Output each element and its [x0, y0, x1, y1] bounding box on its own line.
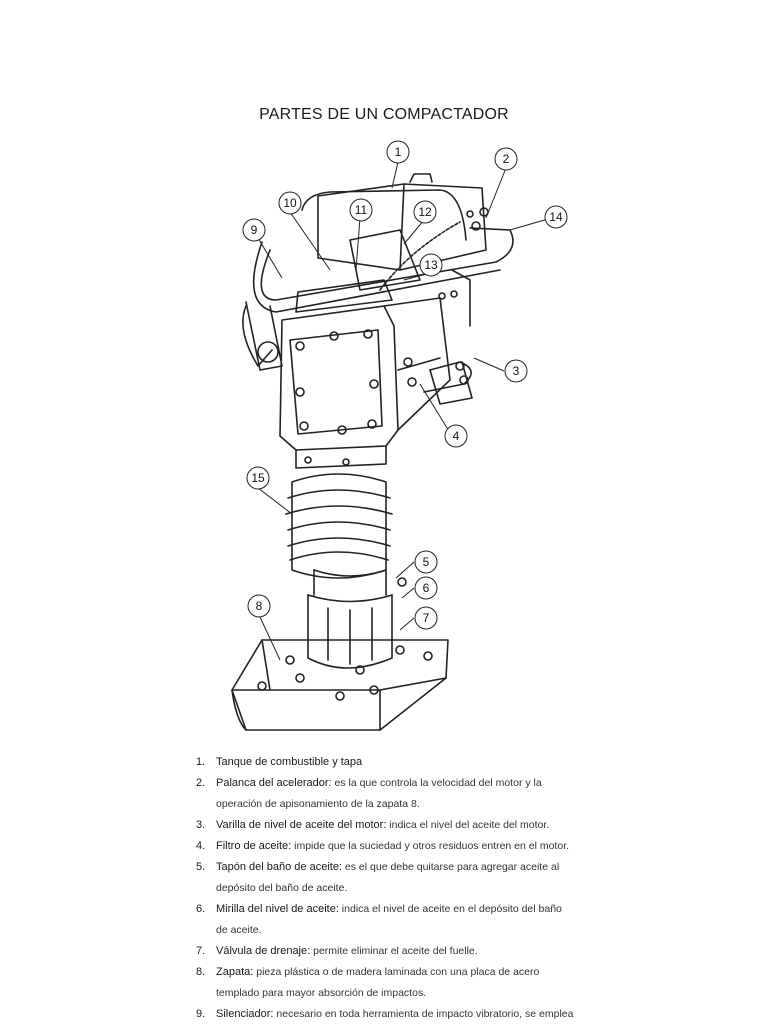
- legend-item: 3.Varilla de nivel de aceite del motor: …: [196, 815, 576, 836]
- legend-item-desc: pieza plástica o de madera laminada con …: [216, 966, 540, 999]
- legend-item-number: 5.: [196, 861, 206, 873]
- legend-item-term: Válvula de drenaje:: [216, 945, 311, 957]
- callout-11-label: 11: [355, 203, 368, 217]
- callout-1-label: 1: [395, 145, 402, 159]
- legend-item-number: 6.: [196, 903, 206, 915]
- legend-item-number: 3.: [196, 819, 206, 831]
- legend-item-number: 7.: [196, 945, 206, 957]
- callout-5-label: 5: [423, 555, 430, 569]
- callout-6-label: 6: [423, 581, 430, 595]
- legend-item-term: Tanque de combustible y tapa: [216, 756, 363, 768]
- legend-item-number: 8.: [196, 966, 206, 978]
- legend-item: 8. Zapata: pieza plástica o de madera lam…: [196, 962, 576, 1004]
- callout-10-label: 10: [283, 196, 297, 210]
- legend-item: 6. Mirilla del nivel de aceite: indica el…: [196, 899, 576, 941]
- callout-5: 5: [414, 550, 438, 574]
- compactor-diagram: 1 2 3 4 5 6 7 8 9 10 11 12 13 14 15: [231, 140, 568, 731]
- legend-item: 2. Palanca del acelerador: es la que cont…: [196, 773, 576, 815]
- legend-item-term: Mirilla del nivel de aceite:: [216, 903, 339, 915]
- callout-2: 2: [494, 147, 518, 171]
- legend-item: 9. Silenciador: necesario en toda herrami…: [196, 1004, 576, 1025]
- callout-15: 15: [246, 466, 270, 490]
- engine-block-drawing: [279, 297, 469, 469]
- callout-8: 8: [247, 594, 271, 618]
- legend-item-number: 1.: [196, 756, 206, 768]
- legend-item-number: 9.: [196, 1008, 206, 1020]
- callout-8-label: 8: [256, 599, 263, 613]
- callout-11: 11: [349, 198, 373, 222]
- callout-4: 4: [444, 424, 468, 448]
- legend-item: 5. Tapón del baño de aceite: es el que de…: [196, 857, 576, 899]
- callout-9: 9: [242, 218, 266, 242]
- legend-item-desc: impide que la suciedad y otros residuos …: [291, 840, 570, 852]
- legend-item-desc: es la que controla la velocidad del moto…: [216, 777, 542, 810]
- leader-lines: [257, 161, 549, 661]
- legend-item-desc: indica el nivel de aceite en el depósito…: [216, 903, 562, 936]
- page-title: PARTES DE UN COMPACTADOR: [259, 106, 509, 123]
- handle-frame-drawing: [245, 189, 514, 405]
- legend-item: 4. Filtro de aceite: impide que la sucied…: [196, 836, 576, 857]
- legend-item-desc: necesario en toda herramienta de impacto…: [273, 1008, 574, 1020]
- legend-item-number: 4.: [196, 840, 206, 852]
- legend-item-term: Zapata:: [216, 966, 254, 978]
- parts-legend: 1. Tanque de combustible y tapa 2. Palanca…: [196, 752, 576, 1025]
- legend-item-term: Silenciador:: [216, 1008, 274, 1020]
- callout-10: 10: [278, 191, 302, 215]
- callout-7: 7: [414, 606, 438, 630]
- callout-14: 14: [544, 205, 568, 229]
- throttle-cable-drawing: [379, 221, 461, 291]
- callout-13: 13: [419, 253, 443, 277]
- callout-3: 3: [504, 359, 528, 383]
- callout-7-label: 7: [423, 611, 430, 625]
- callout-1: 1: [386, 140, 410, 164]
- callout-12-label: 12: [418, 205, 432, 219]
- callout-2-label: 2: [503, 152, 510, 166]
- callout-12: 12: [413, 200, 437, 224]
- callout-4-label: 4: [453, 429, 460, 443]
- shoe-plate-drawing: [231, 639, 449, 731]
- callout-14-label: 14: [549, 210, 563, 224]
- legend-item-number: 2.: [196, 777, 206, 789]
- callout-3-label: 3: [513, 364, 520, 378]
- legend-item: 7. Válvula de drenaje: permite eliminar e…: [196, 941, 576, 962]
- callout-6: 6: [414, 576, 438, 600]
- callout-group: 1 2 3 4 5 6 7 8 9 10 11 12 13 14 15: [242, 140, 568, 630]
- callout-15-label: 15: [251, 471, 265, 485]
- legend-item-term: Palanca del acelerador:: [216, 777, 332, 789]
- legend-item: 1. Tanque de combustible y tapa: [196, 752, 576, 773]
- legend-item-term: Filtro de aceite:: [216, 840, 292, 852]
- callout-13-label: 13: [424, 258, 438, 272]
- bellows-drawing: [285, 473, 393, 579]
- muffler-drawing: [242, 305, 279, 367]
- callout-9-label: 9: [251, 223, 258, 237]
- legend-item-desc: indica el nivel del aceite del motor.: [386, 819, 550, 831]
- legend-item-desc: es el que debe quitarse para agregar ace…: [216, 861, 560, 894]
- legend-item-term: Tapón del baño de aceite:: [216, 861, 342, 873]
- legend-item-term: Varilla de nivel de aceite del motor:: [216, 819, 387, 831]
- legend-item-desc: permite eliminar el aceite del fuelle.: [310, 945, 478, 957]
- fuel-tank-drawing: [295, 173, 487, 313]
- lower-leg-drawing: [307, 569, 407, 669]
